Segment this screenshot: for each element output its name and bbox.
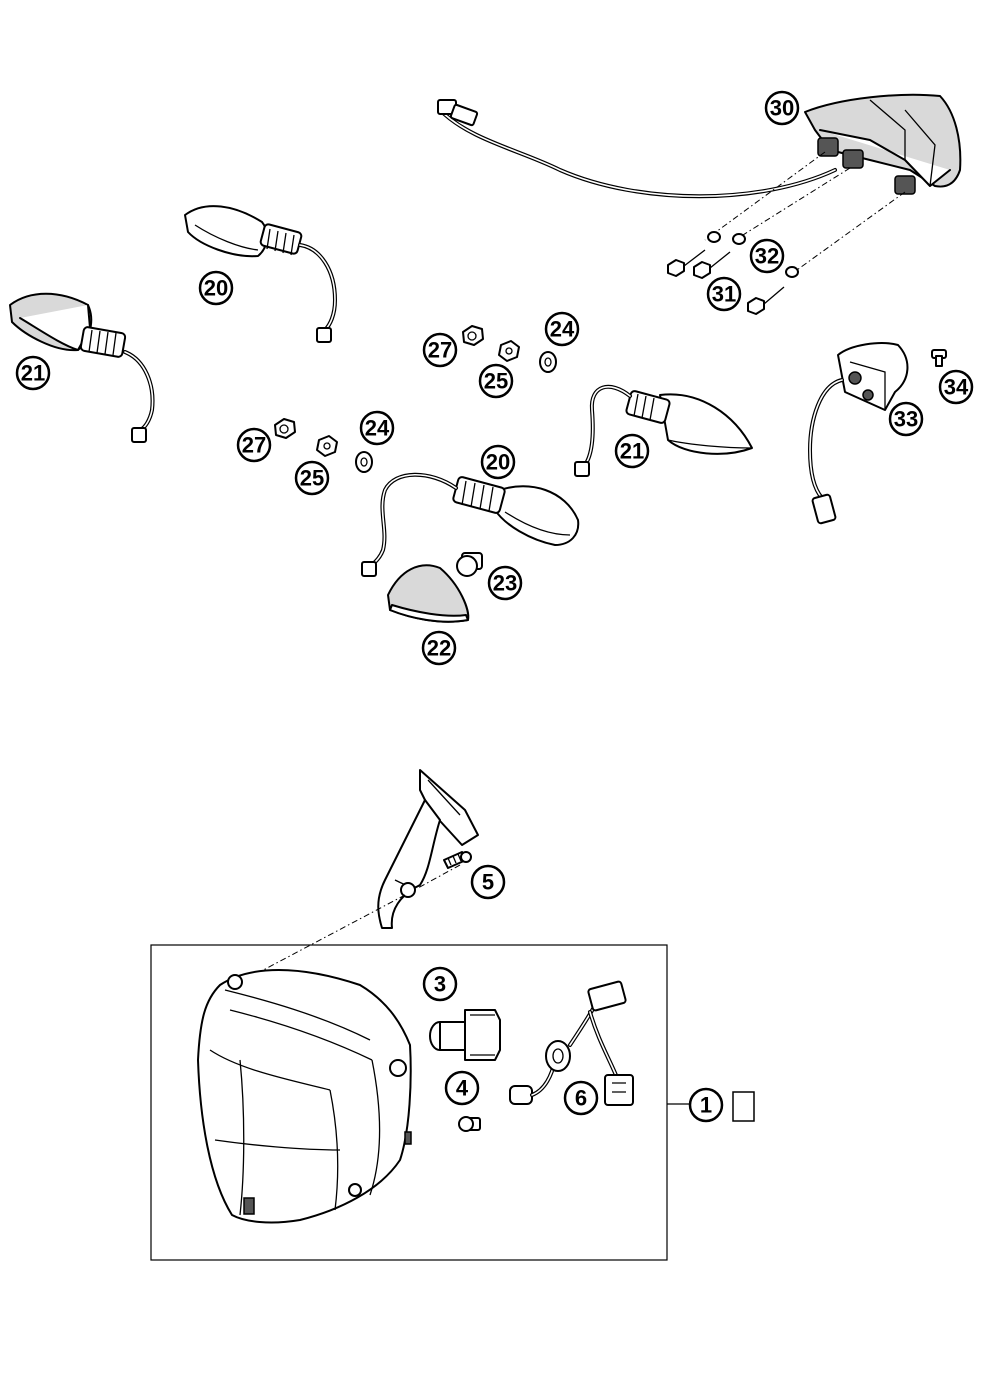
callout-27-upper: 27	[422, 332, 458, 368]
turn-signal-far-left-21	[9, 292, 155, 443]
callout-27-upper-label: 27	[428, 338, 452, 363]
callout-31-label: 31	[712, 282, 736, 307]
callout-24-upper-label: 24	[550, 317, 575, 342]
callout-3-label: 3	[434, 972, 446, 997]
callout-25-lower-label: 25	[300, 466, 324, 491]
tail-light-assembly	[437, 93, 962, 315]
callout-20-upper: 20	[198, 270, 234, 306]
headlight-kit-box	[150, 944, 668, 1261]
callout-4-label: 4	[456, 1076, 469, 1101]
callout-21-left: 21	[15, 355, 51, 391]
turn-signal-upper-left-20	[184, 205, 338, 343]
license-plate-light	[807, 342, 947, 525]
callout-24-lower-label: 24	[365, 416, 390, 441]
headlight-housing	[197, 969, 412, 1224]
callout-21-left-label: 21	[21, 361, 45, 386]
callout-23-label: 23	[493, 571, 517, 596]
callout-21-right-label: 21	[620, 439, 644, 464]
headlight-wiring-harness	[509, 980, 634, 1106]
callout-20-centre: 20	[480, 444, 516, 480]
callout-24-lower: 24	[359, 410, 395, 446]
callout-22: 22	[421, 630, 457, 666]
callout-22-label: 22	[427, 636, 451, 661]
turn-signal-right-21	[574, 384, 753, 477]
callout-32-label: 32	[755, 244, 779, 269]
callout-3: 3	[422, 966, 458, 1002]
callout-6-label: 6	[575, 1086, 587, 1111]
callout-5-label: 5	[482, 870, 494, 895]
callout-1: 1	[688, 1087, 724, 1123]
hardware-lower	[274, 418, 373, 473]
callout-5: 5	[470, 864, 506, 900]
callout-33-label: 33	[894, 407, 918, 432]
callout-33: 33	[888, 401, 924, 437]
callout-31: 31	[706, 276, 742, 312]
callout-4: 4	[444, 1070, 480, 1106]
callout-34: 34	[938, 369, 974, 405]
callout-30-label: 30	[770, 96, 794, 121]
callout-25-lower: 25	[294, 460, 330, 496]
callout-25-upper: 25	[478, 363, 514, 399]
callout-6: 6	[563, 1080, 599, 1116]
callout-27-lower: 27	[236, 427, 272, 463]
turn-signal-centre-20	[361, 472, 580, 623]
callout-21-right: 21	[614, 433, 650, 469]
callout-1-label: 1	[700, 1093, 712, 1118]
callout-34-label: 34	[944, 375, 969, 400]
callout-20-centre-label: 20	[486, 450, 510, 475]
callout-23: 23	[487, 565, 523, 601]
callout-30: 30	[764, 90, 800, 126]
kit-marker-square	[732, 1091, 755, 1122]
parking-light-bulb	[458, 1116, 481, 1132]
callout-32: 32	[749, 238, 785, 274]
headlight-bulb-h4	[429, 1009, 501, 1061]
callout-25-upper-label: 25	[484, 369, 508, 394]
headlight-bracket	[234, 769, 479, 986]
callout-27-lower-label: 27	[242, 433, 266, 458]
hardware-upper	[462, 325, 557, 373]
callout-24-upper: 24	[544, 311, 580, 347]
callout-20-upper-label: 20	[204, 276, 228, 301]
